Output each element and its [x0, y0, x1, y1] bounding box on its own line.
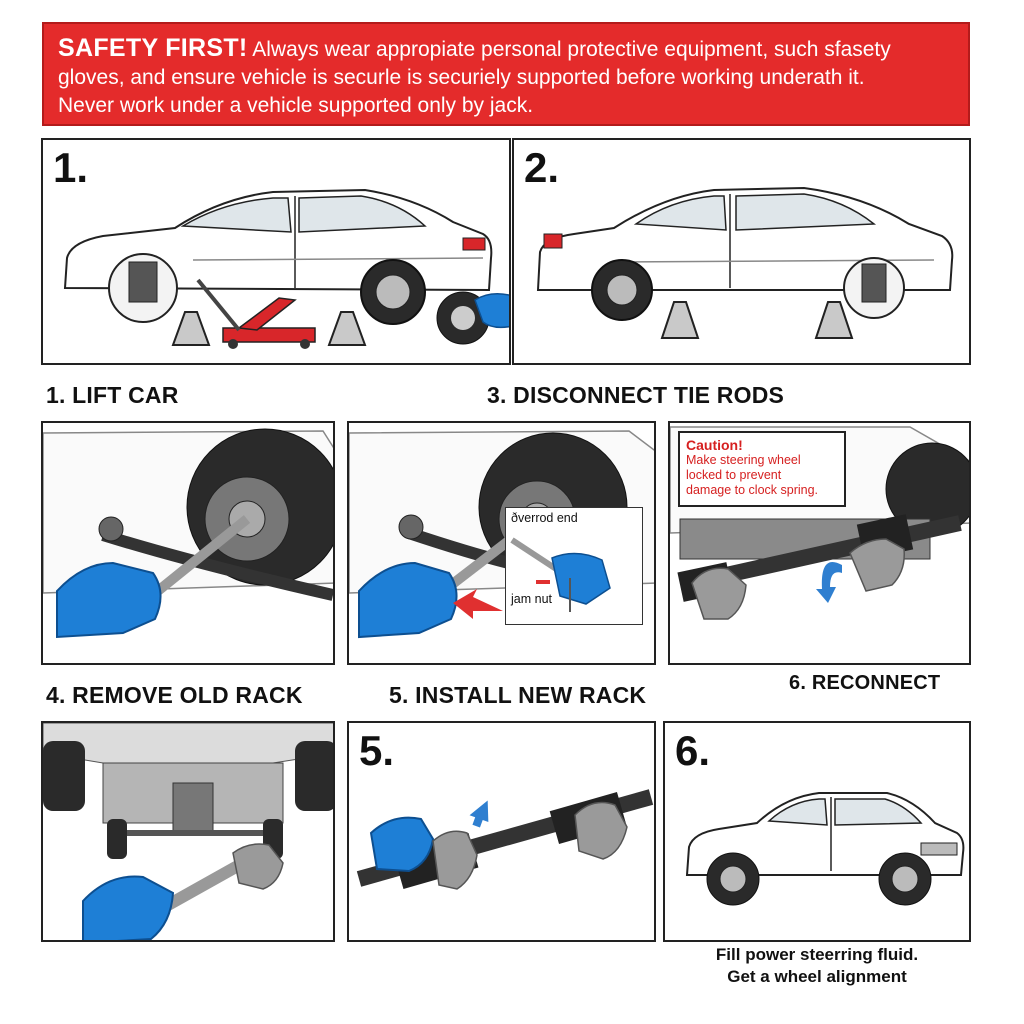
panel-car-on-stands: 2.	[512, 138, 971, 365]
caution-line-1: Make steering wheel	[686, 453, 801, 467]
new-rack-illustration	[356, 789, 654, 890]
panel-caution-rack: Caution! Make steering wheel locked to p…	[668, 421, 971, 665]
panel-disconnect-tie-rods: ðverrod end jam nut	[347, 421, 656, 665]
undercarriage-illustration	[43, 723, 333, 940]
callout-label-jam-nut: jam nut	[511, 592, 552, 606]
callout-detail-illustration	[510, 537, 611, 612]
caption-install-new-rack: 5. INSTALL NEW RACK	[389, 682, 647, 708]
caption-remove-old-rack: 4. REMOVE OLD RACK	[46, 682, 303, 708]
caution-box: Caution! Make steering wheel locked to p…	[678, 431, 846, 507]
tie-rod-end-callout: ðverrod end jam nut	[505, 507, 643, 625]
final-note-line-1: Fill power steerring fluid.	[715, 945, 919, 964]
panel-number-6: 6.	[675, 727, 711, 774]
panel-number-1: 1.	[53, 144, 89, 191]
panel-reconnect-finished: 6.	[663, 721, 971, 942]
panel-remove-old-rack	[41, 721, 335, 942]
safety-line-2: gloves, and ensure vehicle is securle is…	[58, 66, 865, 89]
panel-wrench-tie-rod	[41, 421, 335, 665]
finished-car-illustration	[685, 792, 965, 906]
caption-lift-car: 1. LIFT CAR	[46, 382, 179, 408]
final-note-line-2: Get a wheel alignment	[727, 967, 907, 986]
safety-lead: SAFETY FIRST!	[58, 34, 248, 62]
final-note: Fill power steerring fluid. Get a wheel …	[663, 944, 971, 988]
caution-line-3: damage to clock spring.	[686, 483, 819, 497]
caution-title: Caution!	[686, 437, 743, 453]
car-lifted-illustration	[63, 188, 509, 349]
panel-number-5: 5.	[359, 727, 395, 774]
caption-reconnect: 6. RECONNECT	[789, 672, 941, 694]
panel-install-new-rack: 5.	[347, 721, 656, 942]
callout-label-tie-rod-end: ðverrod end	[511, 511, 578, 525]
caption-disconnect-tie-rods: 3. DISCONNECT TIE RODS	[487, 382, 785, 408]
safety-line-3: Never work under a vehicle supported onl…	[58, 94, 534, 117]
panel-number-2: 2.	[524, 144, 560, 191]
panel-lift-car: 1.	[41, 138, 511, 365]
caution-line-2: locked to prevent	[686, 468, 782, 482]
tie-rod-wrench-illustration	[43, 428, 333, 639]
safety-line-1: Always wear appropiate personal protecti…	[252, 38, 891, 61]
safety-banner: SAFETY FIRST! Always wear appropiate per…	[42, 22, 970, 126]
car-on-stands-illustration	[536, 186, 954, 339]
